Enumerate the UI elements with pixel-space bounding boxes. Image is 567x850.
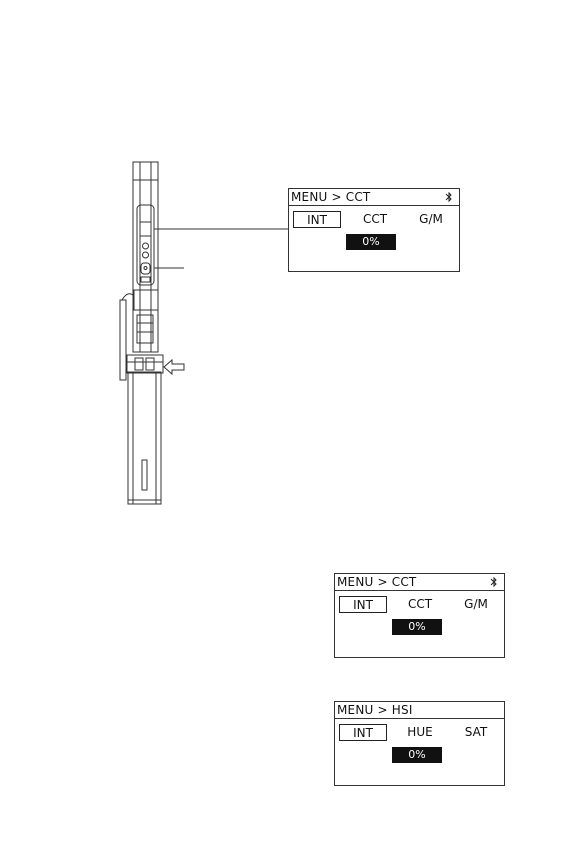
tab-sat[interactable]: SAT [452, 724, 500, 741]
lcd-title: MENU > CCT [291, 190, 370, 205]
bluetooth-icon [445, 191, 453, 203]
tab-int[interactable]: INT [339, 596, 387, 613]
locking-ring [127, 355, 163, 373]
tab-cct[interactable]: CCT [351, 211, 399, 228]
lcd-header: MENU > CCT [289, 189, 459, 206]
tab-cct[interactable]: CCT [396, 596, 444, 613]
control-knob [141, 263, 150, 274]
tab-hue[interactable]: HUE [396, 724, 444, 741]
lcd-title: MENU > CCT [337, 575, 416, 590]
lcd-screen-hsi: MENU > HSI INT HUE SAT 0% [334, 701, 505, 786]
bluetooth-icon [490, 576, 498, 588]
lcd-screen-cct: MENU > CCT INT CCT G/M 0% [334, 573, 505, 658]
tab-int[interactable]: INT [293, 211, 341, 228]
arrow-indicator [164, 360, 184, 374]
value-display: 0% [392, 619, 442, 635]
value-display: 0% [346, 234, 396, 250]
lcd-title: MENU > HSI [337, 703, 413, 718]
tab-int[interactable]: INT [339, 724, 387, 741]
lcd-screen-cct-callout: MENU > CCT INT CCT G/M 0% [288, 188, 460, 272]
lcd-header: MENU > HSI [335, 702, 504, 719]
tab-gm[interactable]: G/M [407, 211, 455, 228]
screen-window [140, 222, 151, 236]
tab-gm[interactable]: G/M [452, 596, 500, 613]
lcd-header: MENU > CCT [335, 574, 504, 591]
value-display: 0% [392, 747, 442, 763]
